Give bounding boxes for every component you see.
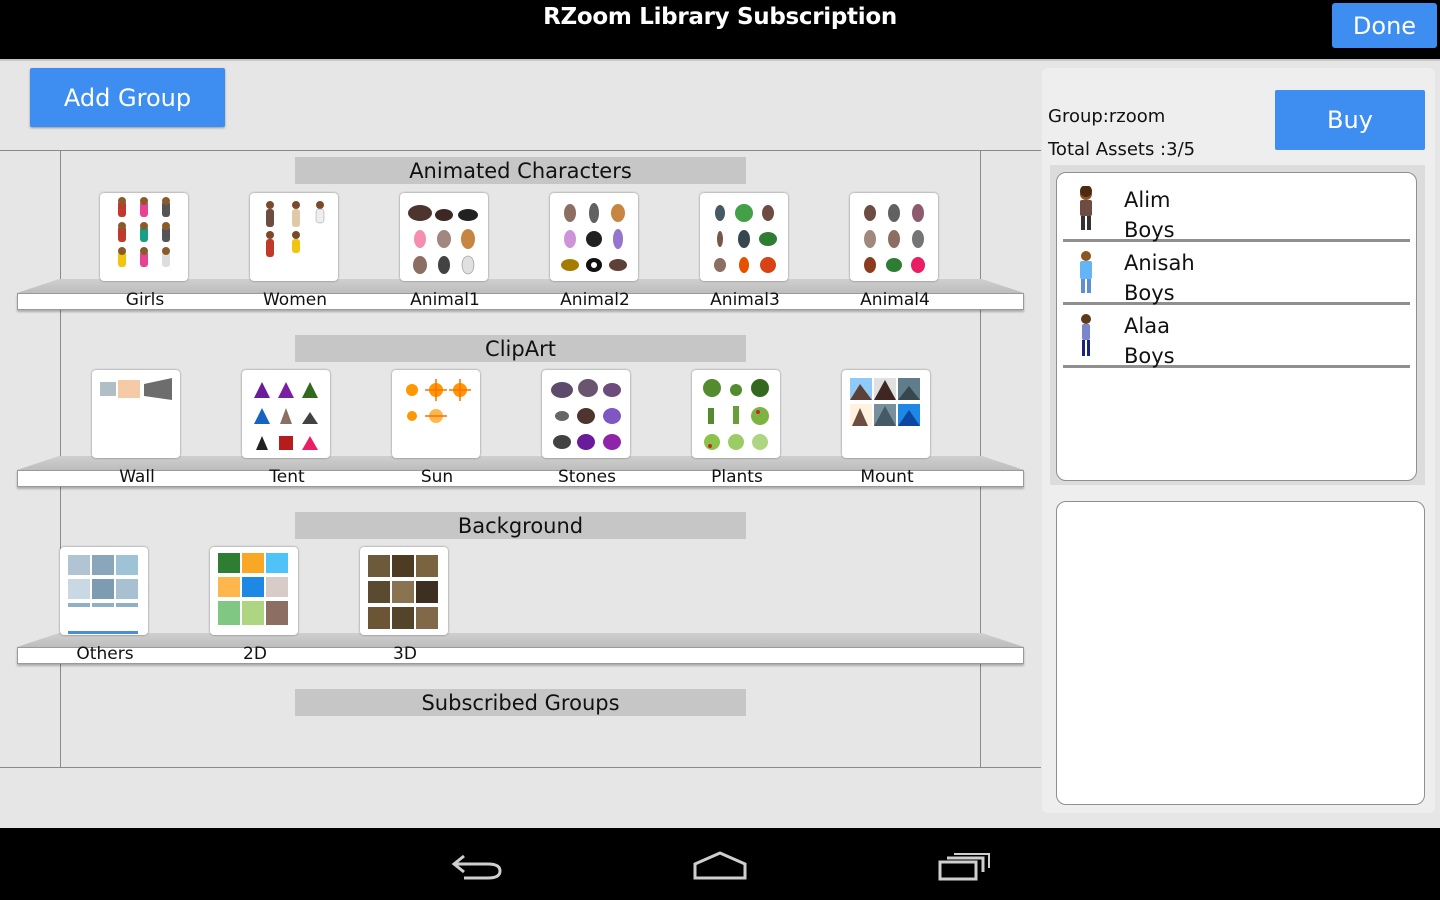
library-item-3d[interactable]: 3D [330,547,480,677]
library-item-label: Girls [125,290,165,310]
library-item-plants[interactable]: Plants [662,370,812,500]
library-item-label: Tent [269,467,305,487]
library-item-animal4[interactable]: Animal4 [820,193,970,323]
bookcase-bottom-line [0,767,1041,768]
library-item-label: 2D [243,644,267,664]
sun-thumbnail [392,370,480,458]
library-item-animal2[interactable]: Animal2 [520,193,670,323]
section-header-clipart: ClipArt [295,335,746,362]
library-item-animal1[interactable]: Animal1 [370,193,520,323]
library-item-label: Wall [119,467,155,487]
women-thumbnail [250,193,338,281]
library-item-animal3[interactable]: Animal3 [670,193,820,323]
library-item-wall[interactable]: Wall [62,370,212,500]
library-item-tent[interactable]: Tent [212,370,362,500]
title-bar [0,0,1440,60]
library-item-label: 3D [393,644,417,664]
asset-name: Alaa [1124,314,1170,338]
boy-avatar-icon [1081,314,1091,356]
library-item-label: Others [76,644,134,664]
boy-avatar-icon [1080,186,1092,230]
library-item-others[interactable]: Others [30,547,180,677]
library-item-girls[interactable]: Girls [70,193,220,323]
shelf-clipart [17,456,1024,487]
asset-row-alaa[interactable]: Alaa Boys [1063,305,1410,368]
back-icon[interactable] [450,850,504,882]
animal4-thumbnail [850,193,938,281]
recent-apps-icon[interactable] [937,850,991,882]
animal2-thumbnail [550,193,638,281]
total-assets-label: Total Assets :3/5 [1048,139,1196,160]
add-group-button[interactable]: Add Group [30,68,225,127]
asset-name: Anisah [1124,251,1195,275]
title-bar-divider [0,59,1440,61]
section-header-background: Background [295,512,746,539]
plants-thumbnail [692,370,780,458]
library-item-stones[interactable]: Stones [512,370,662,500]
library-item-label: Plants [711,467,763,487]
library-item-label: Animal4 [860,290,930,310]
library-item-women[interactable]: Women [220,193,370,323]
asset-name: Alim [1124,188,1171,212]
boy-avatar-icon [1080,251,1092,293]
girls-thumbnail [100,193,188,281]
page-title: RZoom Library Subscription [543,4,897,30]
section-header-subscribed-groups: Subscribed Groups [295,689,746,716]
others-thumbnail [60,547,148,635]
animal3-thumbnail [700,193,788,281]
group-name-label: Group:rzoom [1048,106,1166,127]
buy-button[interactable]: Buy [1275,90,1425,150]
section-header-animated-characters: Animated Characters [295,157,746,184]
library-item-2d[interactable]: 2D [180,547,330,677]
library-item-mount[interactable]: Mount [812,370,962,500]
asset-list [1056,172,1417,481]
wall-thumbnail [92,370,180,458]
2d-thumbnail [210,547,298,635]
bookcase-top-line [0,150,1041,151]
asset-preview-box [1056,501,1425,805]
stones-thumbnail [542,370,630,458]
library-item-label: Sun [420,467,454,487]
asset-group: Boys [1124,281,1175,305]
shelf-animated-characters [17,279,1024,310]
library-item-label: Animal3 [710,290,780,310]
library-item-label: Animal2 [560,290,630,310]
animal1-thumbnail [400,193,488,281]
library-item-label: Mount [860,467,914,487]
shelf-background [17,633,1024,664]
asset-group: Boys [1124,218,1175,242]
library-item-label: Animal1 [410,290,480,310]
mount-thumbnail [842,370,930,458]
3d-thumbnail [360,547,448,635]
asset-row-anisah[interactable]: Anisah Boys [1063,242,1410,305]
tent-thumbnail [242,370,330,458]
library-item-label: Stones [558,467,616,487]
done-button[interactable]: Done [1332,3,1437,48]
asset-row-alim[interactable]: Alim Boys [1063,179,1410,242]
asset-group: Boys [1124,344,1175,368]
library-item-label: Women [262,290,327,310]
library-item-sun[interactable]: Sun [362,370,512,500]
home-icon[interactable] [692,850,748,882]
navigation-bar [0,828,1440,900]
